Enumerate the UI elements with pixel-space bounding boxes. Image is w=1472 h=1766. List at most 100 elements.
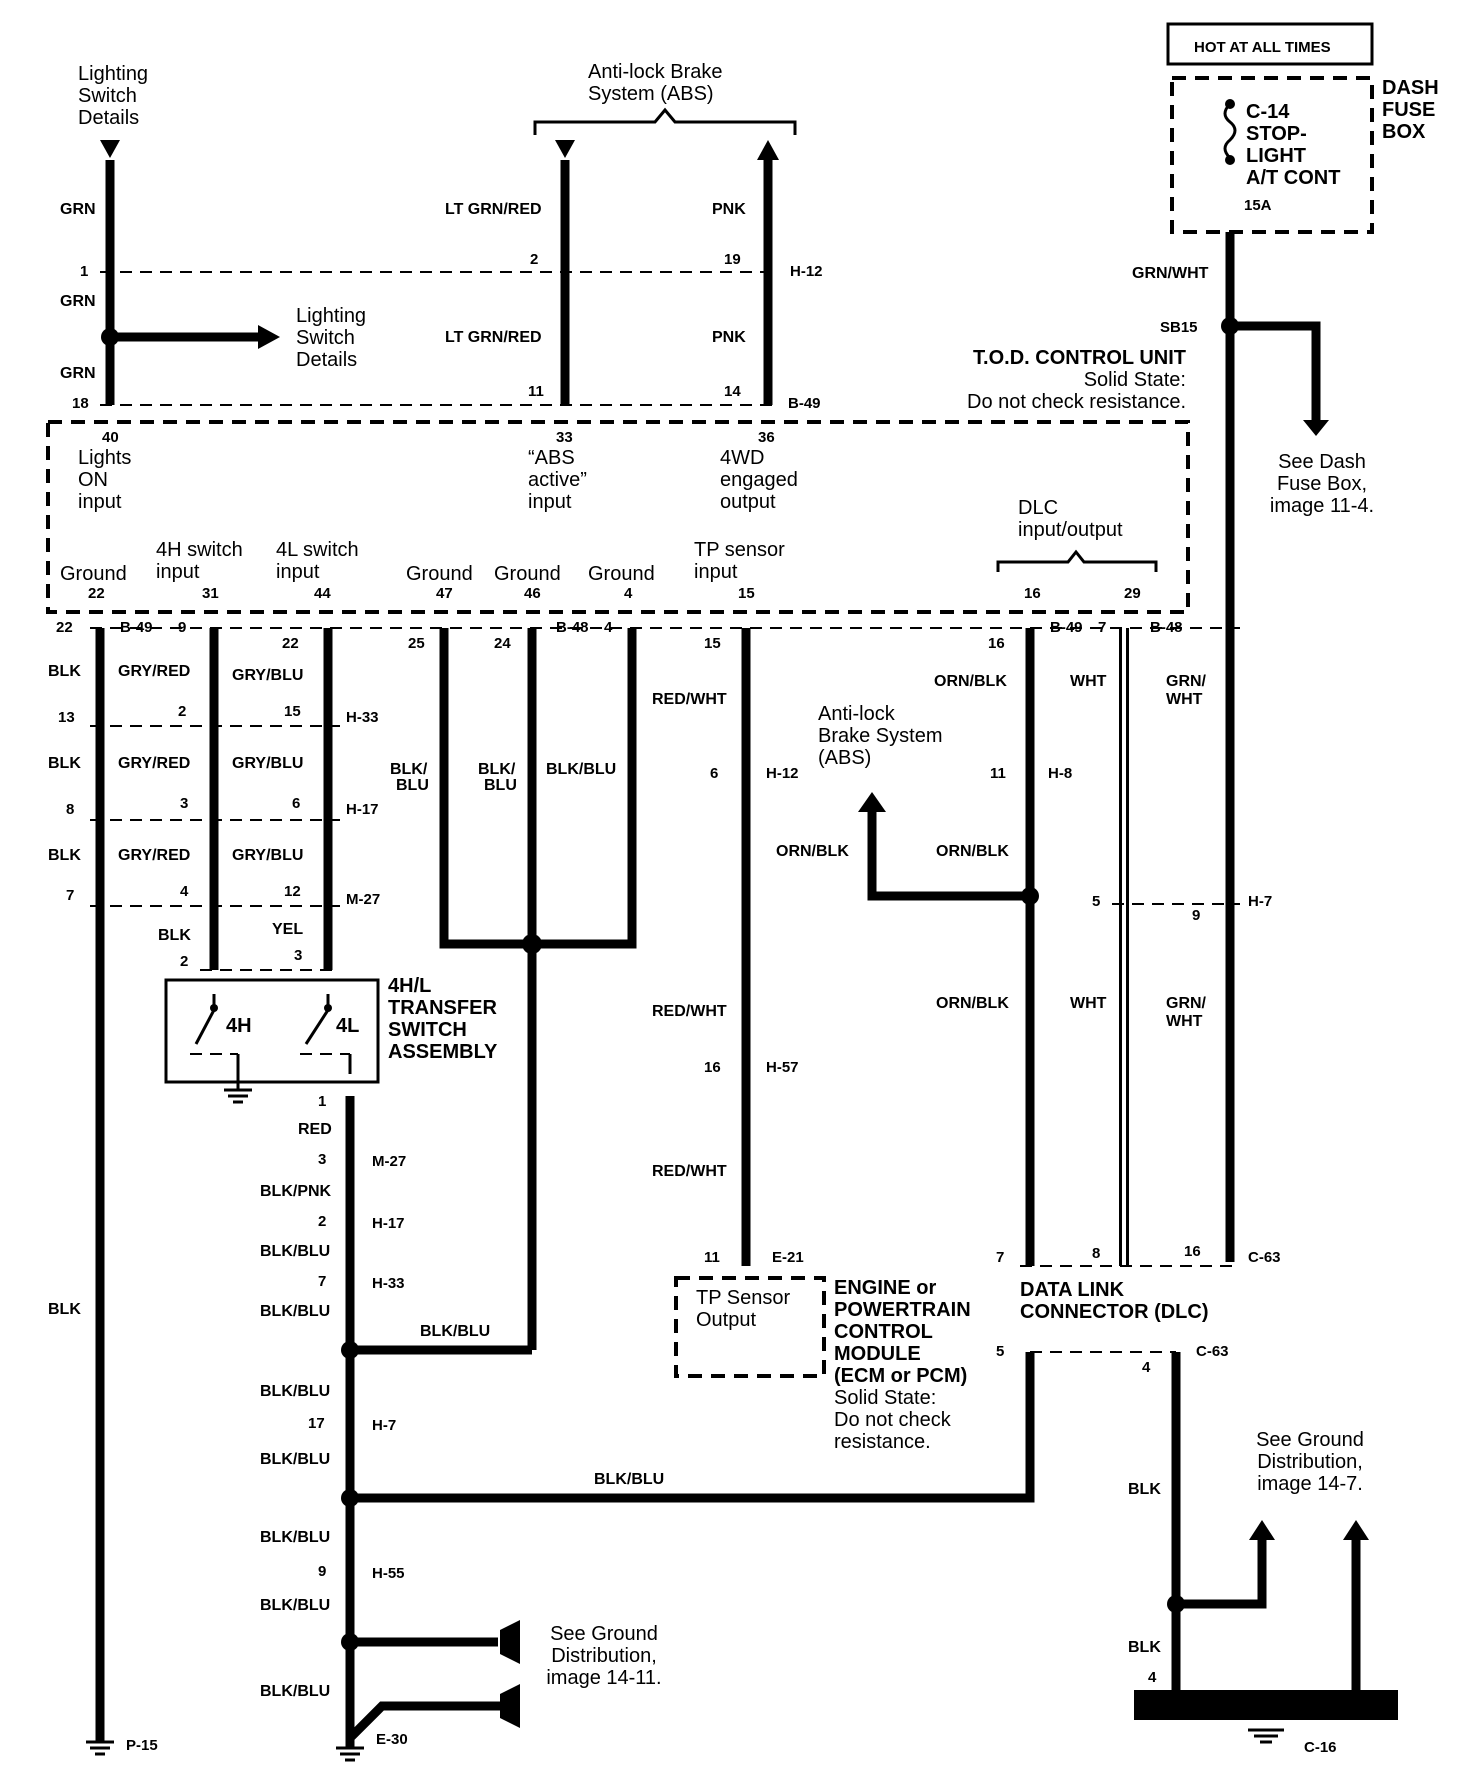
- svg-text:36: 36: [758, 429, 775, 446]
- svg-text:4L: 4L: [336, 1015, 359, 1037]
- svg-text:LT GRN/RED: LT GRN/RED: [445, 329, 542, 346]
- svg-text:46: 46: [524, 585, 541, 602]
- svg-text:“ABS: “ABS: [528, 447, 575, 469]
- svg-text:2: 2: [180, 953, 188, 970]
- svg-text:13: 13: [58, 709, 75, 726]
- svg-text:DATA LINK: DATA LINK: [1020, 1279, 1125, 1301]
- svg-text:BLK: BLK: [48, 1301, 81, 1318]
- svg-text:H-33: H-33: [346, 709, 379, 726]
- svg-text:40: 40: [102, 429, 119, 446]
- svg-text:16: 16: [988, 635, 1005, 652]
- lower-wires: [90, 627, 1369, 1748]
- svg-text:WHT: WHT: [1166, 1013, 1203, 1030]
- svg-text:engaged: engaged: [720, 469, 798, 491]
- lighting-switch-top-ref: Lighting Switch Details: [78, 63, 148, 158]
- svg-text:BLK/BLU: BLK/BLU: [260, 1383, 330, 1400]
- svg-text:Ground: Ground: [406, 563, 473, 585]
- svg-text:4H switch: 4H switch: [156, 539, 243, 561]
- arrow-down-icon: [100, 140, 120, 158]
- svg-text:BLK/BLU: BLK/BLU: [260, 1529, 330, 1546]
- svg-text:image 11-4.: image 11-4.: [1270, 495, 1374, 517]
- svg-text:A/T CONT: A/T CONT: [1246, 167, 1340, 189]
- svg-text:GRN: GRN: [60, 365, 96, 382]
- fuse-icon: [1223, 102, 1237, 160]
- svg-text:16: 16: [704, 1059, 721, 1076]
- svg-text:RED/WHT: RED/WHT: [652, 1163, 727, 1180]
- svg-text:4H/L: 4H/L: [388, 975, 431, 997]
- svg-text:BOX: BOX: [1382, 121, 1426, 143]
- svg-text:16: 16: [1184, 1243, 1201, 1260]
- svg-text:15: 15: [738, 585, 755, 602]
- svg-text:H-12: H-12: [790, 263, 823, 280]
- svg-text:B-48: B-48: [556, 619, 589, 636]
- svg-text:BLK/: BLK/: [390, 761, 428, 778]
- see-ground-1411-ref: See Ground Distribution, image 14-11.: [546, 1623, 661, 1689]
- svg-text:SB15: SB15: [1160, 319, 1198, 336]
- svg-text:C-14: C-14: [1246, 101, 1290, 123]
- svg-text:BLK: BLK: [48, 663, 81, 680]
- svg-text:47: 47: [436, 585, 453, 602]
- svg-text:6: 6: [710, 765, 718, 782]
- top-wire-labels: GRN GRN GRN LT GRN/RED LT GRN/RED PNK PN…: [60, 201, 1209, 412]
- svg-text:BLK/BLU: BLK/BLU: [594, 1471, 664, 1488]
- svg-text:TRANSFER: TRANSFER: [388, 997, 497, 1019]
- svg-text:GRY/RED: GRY/RED: [118, 847, 190, 864]
- svg-text:BLK/BLU: BLK/BLU: [420, 1323, 490, 1340]
- svg-text:GRY/RED: GRY/RED: [118, 755, 190, 772]
- svg-text:See Ground: See Ground: [550, 1623, 658, 1645]
- svg-text:E-21: E-21: [772, 1249, 804, 1266]
- svg-text:8: 8: [1092, 1245, 1100, 1262]
- svg-text:input: input: [694, 561, 738, 583]
- svg-text:H-7: H-7: [1248, 893, 1272, 910]
- svg-text:ENGINE or: ENGINE or: [834, 1277, 936, 1299]
- svg-text:M-27: M-27: [346, 891, 380, 908]
- svg-text:BLK: BLK: [48, 847, 81, 864]
- svg-text:29: 29: [1124, 585, 1141, 602]
- ground-p15-icon: [86, 1740, 114, 1756]
- svg-text:Solid State:: Solid State:: [834, 1387, 936, 1409]
- hot-at-all-times-box: [1166, 22, 1374, 66]
- svg-text:31: 31: [202, 585, 219, 602]
- see-dash-fuse-ref: See Dash Fuse Box, image 11-4.: [1270, 451, 1374, 517]
- svg-text:PNK: PNK: [712, 329, 746, 346]
- arrow-up-icon: [858, 792, 886, 812]
- svg-text:ORN/BLK: ORN/BLK: [934, 673, 1007, 690]
- svg-text:GRN: GRN: [60, 201, 96, 218]
- arrow-left-icon: [500, 1620, 520, 1664]
- svg-text:7: 7: [996, 1249, 1004, 1266]
- svg-text:22: 22: [56, 619, 73, 636]
- svg-text:B-49: B-49: [1050, 619, 1083, 636]
- svg-text:4H: 4H: [226, 1015, 252, 1037]
- svg-text:11: 11: [990, 765, 1006, 782]
- svg-text:2: 2: [318, 1213, 326, 1230]
- svg-text:GRY/RED: GRY/RED: [118, 663, 190, 680]
- svg-text:WHT: WHT: [1166, 691, 1203, 708]
- svg-text:15A: 15A: [1244, 197, 1272, 214]
- svg-text:Ground: Ground: [60, 563, 127, 585]
- svg-text:16: 16: [1024, 585, 1041, 602]
- svg-text:TP sensor: TP sensor: [694, 539, 785, 561]
- transfer-switch-assembly: 4H 4L 4H/L TRANSFER SWITCH ASSEMBLY: [164, 975, 498, 1104]
- svg-text:H-57: H-57: [766, 1059, 799, 1076]
- arrow-down-icon: [555, 140, 575, 158]
- svg-text:image 14-7.: image 14-7.: [1257, 1473, 1363, 1495]
- svg-text:input/output: input/output: [1018, 519, 1123, 541]
- svg-text:FUSE: FUSE: [1382, 99, 1435, 121]
- svg-text:WHT: WHT: [1070, 995, 1107, 1012]
- svg-text:BLU: BLU: [396, 777, 429, 794]
- svg-text:GRN/: GRN/: [1166, 673, 1207, 690]
- svg-text:18: 18: [72, 395, 89, 412]
- svg-text:image 14-11.: image 14-11.: [546, 1667, 661, 1689]
- svg-text:BLK/BLU: BLK/BLU: [546, 761, 616, 778]
- svg-text:Ground: Ground: [494, 563, 561, 585]
- svg-text:19: 19: [724, 251, 741, 268]
- svg-text:Solid State:: Solid State:: [1084, 369, 1186, 391]
- svg-text:H-55: H-55: [372, 1565, 405, 1582]
- svg-text:BLK/PNK: BLK/PNK: [260, 1183, 332, 1200]
- svg-text:17: 17: [308, 1415, 325, 1432]
- svg-text:Brake System: Brake System: [818, 725, 942, 747]
- svg-text:Details: Details: [296, 349, 357, 371]
- svg-text:5: 5: [1092, 893, 1100, 910]
- svg-text:C-16: C-16: [1304, 1739, 1337, 1756]
- svg-text:2: 2: [178, 703, 186, 720]
